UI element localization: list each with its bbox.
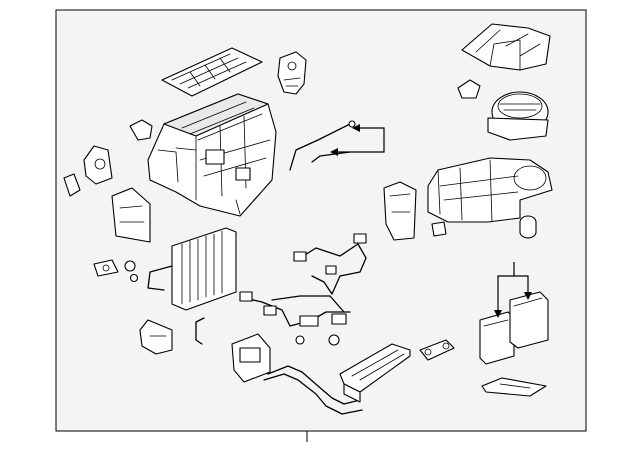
cabin-filter-left <box>479 311 515 365</box>
o-ring <box>124 260 139 283</box>
filter-door <box>481 377 547 397</box>
inlet-duct <box>461 23 551 71</box>
refrigerant-line-upper <box>289 120 356 171</box>
leader-arrows-filter <box>494 262 532 318</box>
bracket-link <box>419 339 455 361</box>
wire-harness-upper <box>293 233 367 295</box>
control-module <box>231 333 271 383</box>
mode-door-motor <box>83 145 113 185</box>
clip-right <box>431 221 447 237</box>
actuator-left <box>129 119 153 141</box>
seal-panel-left <box>111 187 151 243</box>
heater-core <box>339 343 411 403</box>
filter-cover-top <box>161 47 263 97</box>
wire-harness-lower <box>239 291 351 346</box>
duct-small <box>383 181 417 241</box>
leader-arrows-upper <box>330 124 385 156</box>
evaporator-core <box>147 227 237 311</box>
blower-motor <box>487 91 549 141</box>
cabin-filter-right <box>509 291 549 349</box>
connector-left <box>63 173 81 197</box>
expansion-valve <box>93 259 119 277</box>
heater-pipes <box>263 365 363 415</box>
bracket-plate <box>139 319 173 355</box>
blower-housing <box>427 157 553 223</box>
actuator-top <box>277 51 307 95</box>
small-clip <box>457 79 481 99</box>
hose-clip <box>195 317 205 345</box>
grommet <box>519 215 537 239</box>
case-assembly <box>147 93 277 217</box>
